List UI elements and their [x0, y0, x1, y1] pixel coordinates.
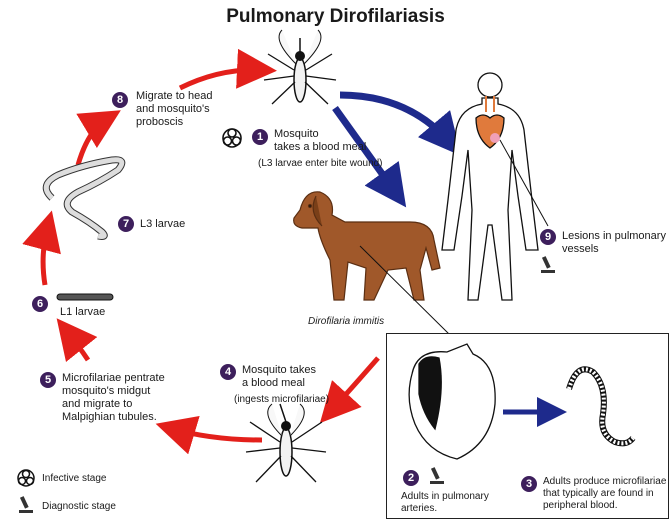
step-3-badge: 3	[521, 476, 537, 492]
microscope-icon-2	[430, 467, 444, 484]
arrow-4-to-mosq	[330, 358, 378, 412]
dog-species-label: Dirofilaria immitis	[308, 316, 384, 328]
step-5-badge: 5	[40, 372, 56, 388]
legend-biohazard-icon	[18, 470, 34, 486]
biohazard-icon	[223, 129, 241, 147]
l3-larva	[46, 160, 122, 237]
step-2-label: Adults in pulmonary arteries.	[401, 491, 489, 515]
step-1-sub: (L3 larvae enter bite wound)	[258, 158, 383, 170]
microfilaria	[569, 369, 633, 443]
legend-diagnostic-label: Diagnostic stage	[42, 501, 116, 513]
step-6-badge: 6	[32, 296, 48, 312]
arrow-7-to-8	[78, 118, 108, 165]
step-6-label: L1 larvae	[60, 306, 105, 319]
step-8-badge: 8	[112, 92, 128, 108]
step-7-label: L3 larvae	[140, 218, 185, 231]
step-9-badge: 9	[540, 229, 556, 245]
legend-infective-label: Infective stage	[42, 473, 106, 485]
arrow-6-to-7	[43, 225, 48, 285]
microscope-icon-9	[541, 256, 555, 273]
arrow-5-to-6	[66, 330, 88, 360]
step-1-label: Mosquito takes a blood meal	[274, 128, 366, 154]
heart	[409, 344, 495, 459]
step-4-label: Mosquito takes a blood meal	[242, 364, 316, 390]
inset-panel: 2 Adults in pulmonary arteries. 3 Adults…	[386, 333, 669, 519]
step-2-badge: 2	[403, 470, 419, 486]
step-7-badge: 7	[118, 216, 134, 232]
arrow-8-to-1	[180, 70, 262, 88]
human-figure	[442, 73, 538, 300]
dog	[294, 192, 440, 300]
mosquito-top	[264, 30, 336, 104]
step-4-sub: (ingests microfilariae)	[234, 394, 329, 406]
legend-microscope-icon	[19, 496, 33, 513]
step-9-label: Lesions in pulmonary vessels	[562, 230, 666, 256]
arrow-mosq-to-5	[170, 428, 262, 440]
mosquito-bottom	[246, 404, 326, 482]
step-3-label: Adults produce microfilariae that typica…	[543, 476, 666, 512]
step-1-badge: 1	[252, 129, 268, 145]
step-8-label: Migrate to head and mosquito's proboscis	[136, 90, 212, 129]
l1-larva	[57, 294, 113, 300]
step-4-badge: 4	[220, 364, 236, 380]
step-5-label: Microfilariae pentrate mosquito's midgut…	[62, 372, 165, 424]
